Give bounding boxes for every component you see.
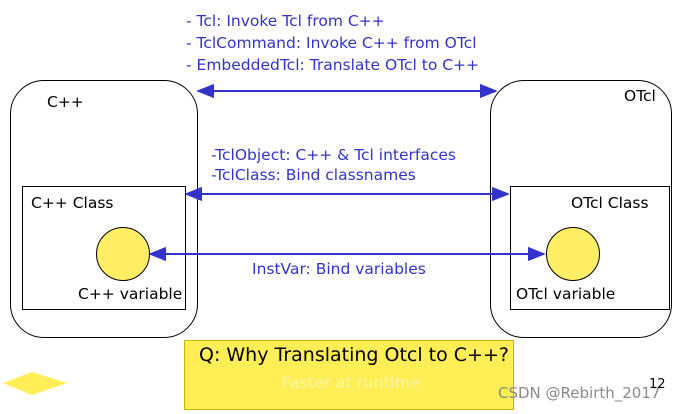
question-box [184, 340, 514, 410]
note-tclobject: -TclObject: C++ & Tcl interfaces [211, 146, 456, 164]
watermark: CSDN @Rebirth_2017 [498, 384, 661, 402]
cpp-domain-title: C++ [47, 93, 84, 111]
nav-arrow-icon [3, 372, 67, 395]
note-tclcommand: - TclCommand: Invoke C++ from OTcl [186, 34, 477, 52]
answer-text: Faster at runtime [282, 373, 420, 392]
note-tclclass: -TclClass: Bind classnames [211, 166, 416, 184]
cpp-variable-circle [96, 227, 150, 281]
cpp-variable-label: C++ variable [78, 285, 183, 303]
otcl-variable-circle [546, 227, 600, 281]
note-tcl: - Tcl: Invoke Tcl from C++ [186, 12, 385, 30]
note-instvar: InstVar: Bind variables [252, 260, 426, 278]
page-number: 12 [649, 377, 666, 392]
otcl-domain-title: OTcl [624, 87, 656, 105]
note-embeddedtcl: - EmbeddedTcl: Translate OTcl to C++ [186, 56, 480, 74]
question-text: Q: Why Translating Otcl to C++? [199, 344, 509, 366]
otcl-class-label: OTcl Class [571, 194, 649, 212]
cpp-class-label: C++ Class [31, 194, 114, 212]
otcl-variable-label: OTcl variable [516, 285, 616, 303]
